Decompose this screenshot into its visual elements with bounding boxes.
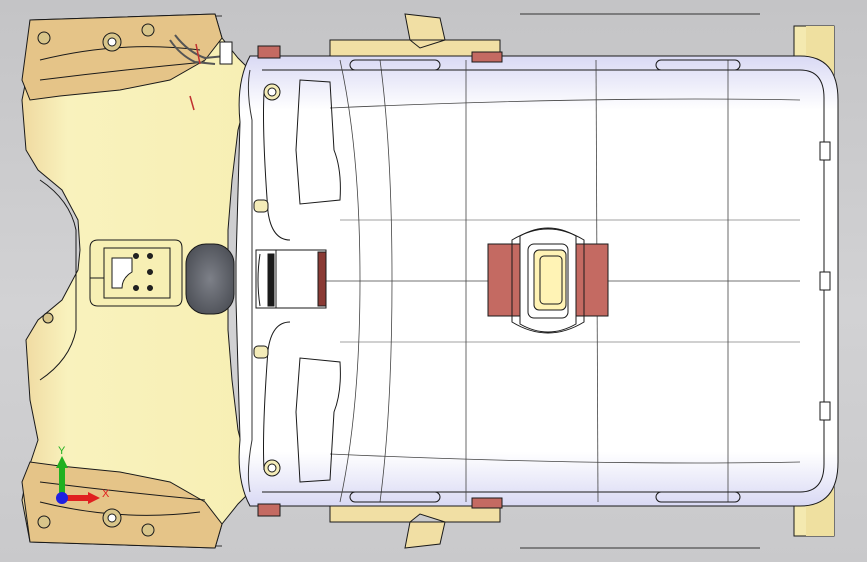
roof-corner-pads xyxy=(257,45,503,517)
roof-longitudinal-lines xyxy=(260,59,801,503)
dome-light-assembly xyxy=(487,227,609,334)
floor-dark-pad xyxy=(185,243,235,315)
triad-x-label: X xyxy=(102,488,110,500)
bottom-side-tabs xyxy=(329,503,501,549)
front-bracket xyxy=(255,249,327,309)
floor-bolt-holes xyxy=(37,23,155,537)
floor-center-bracket xyxy=(89,239,183,307)
roof-studs xyxy=(253,83,281,477)
floor-pan[interactable] xyxy=(21,13,251,549)
wiring-harness xyxy=(169,34,226,65)
roof-panel[interactable] xyxy=(235,13,839,549)
floor-left-rail-top xyxy=(21,13,223,101)
top-side-tabs xyxy=(329,13,501,59)
roof-side-slots xyxy=(349,59,831,503)
floor-left-rail-bottom xyxy=(21,461,223,549)
triad-z-axis xyxy=(56,492,68,504)
coordinate-triad-icon: Y X xyxy=(56,445,110,504)
triad-y-label: Y xyxy=(58,445,66,457)
